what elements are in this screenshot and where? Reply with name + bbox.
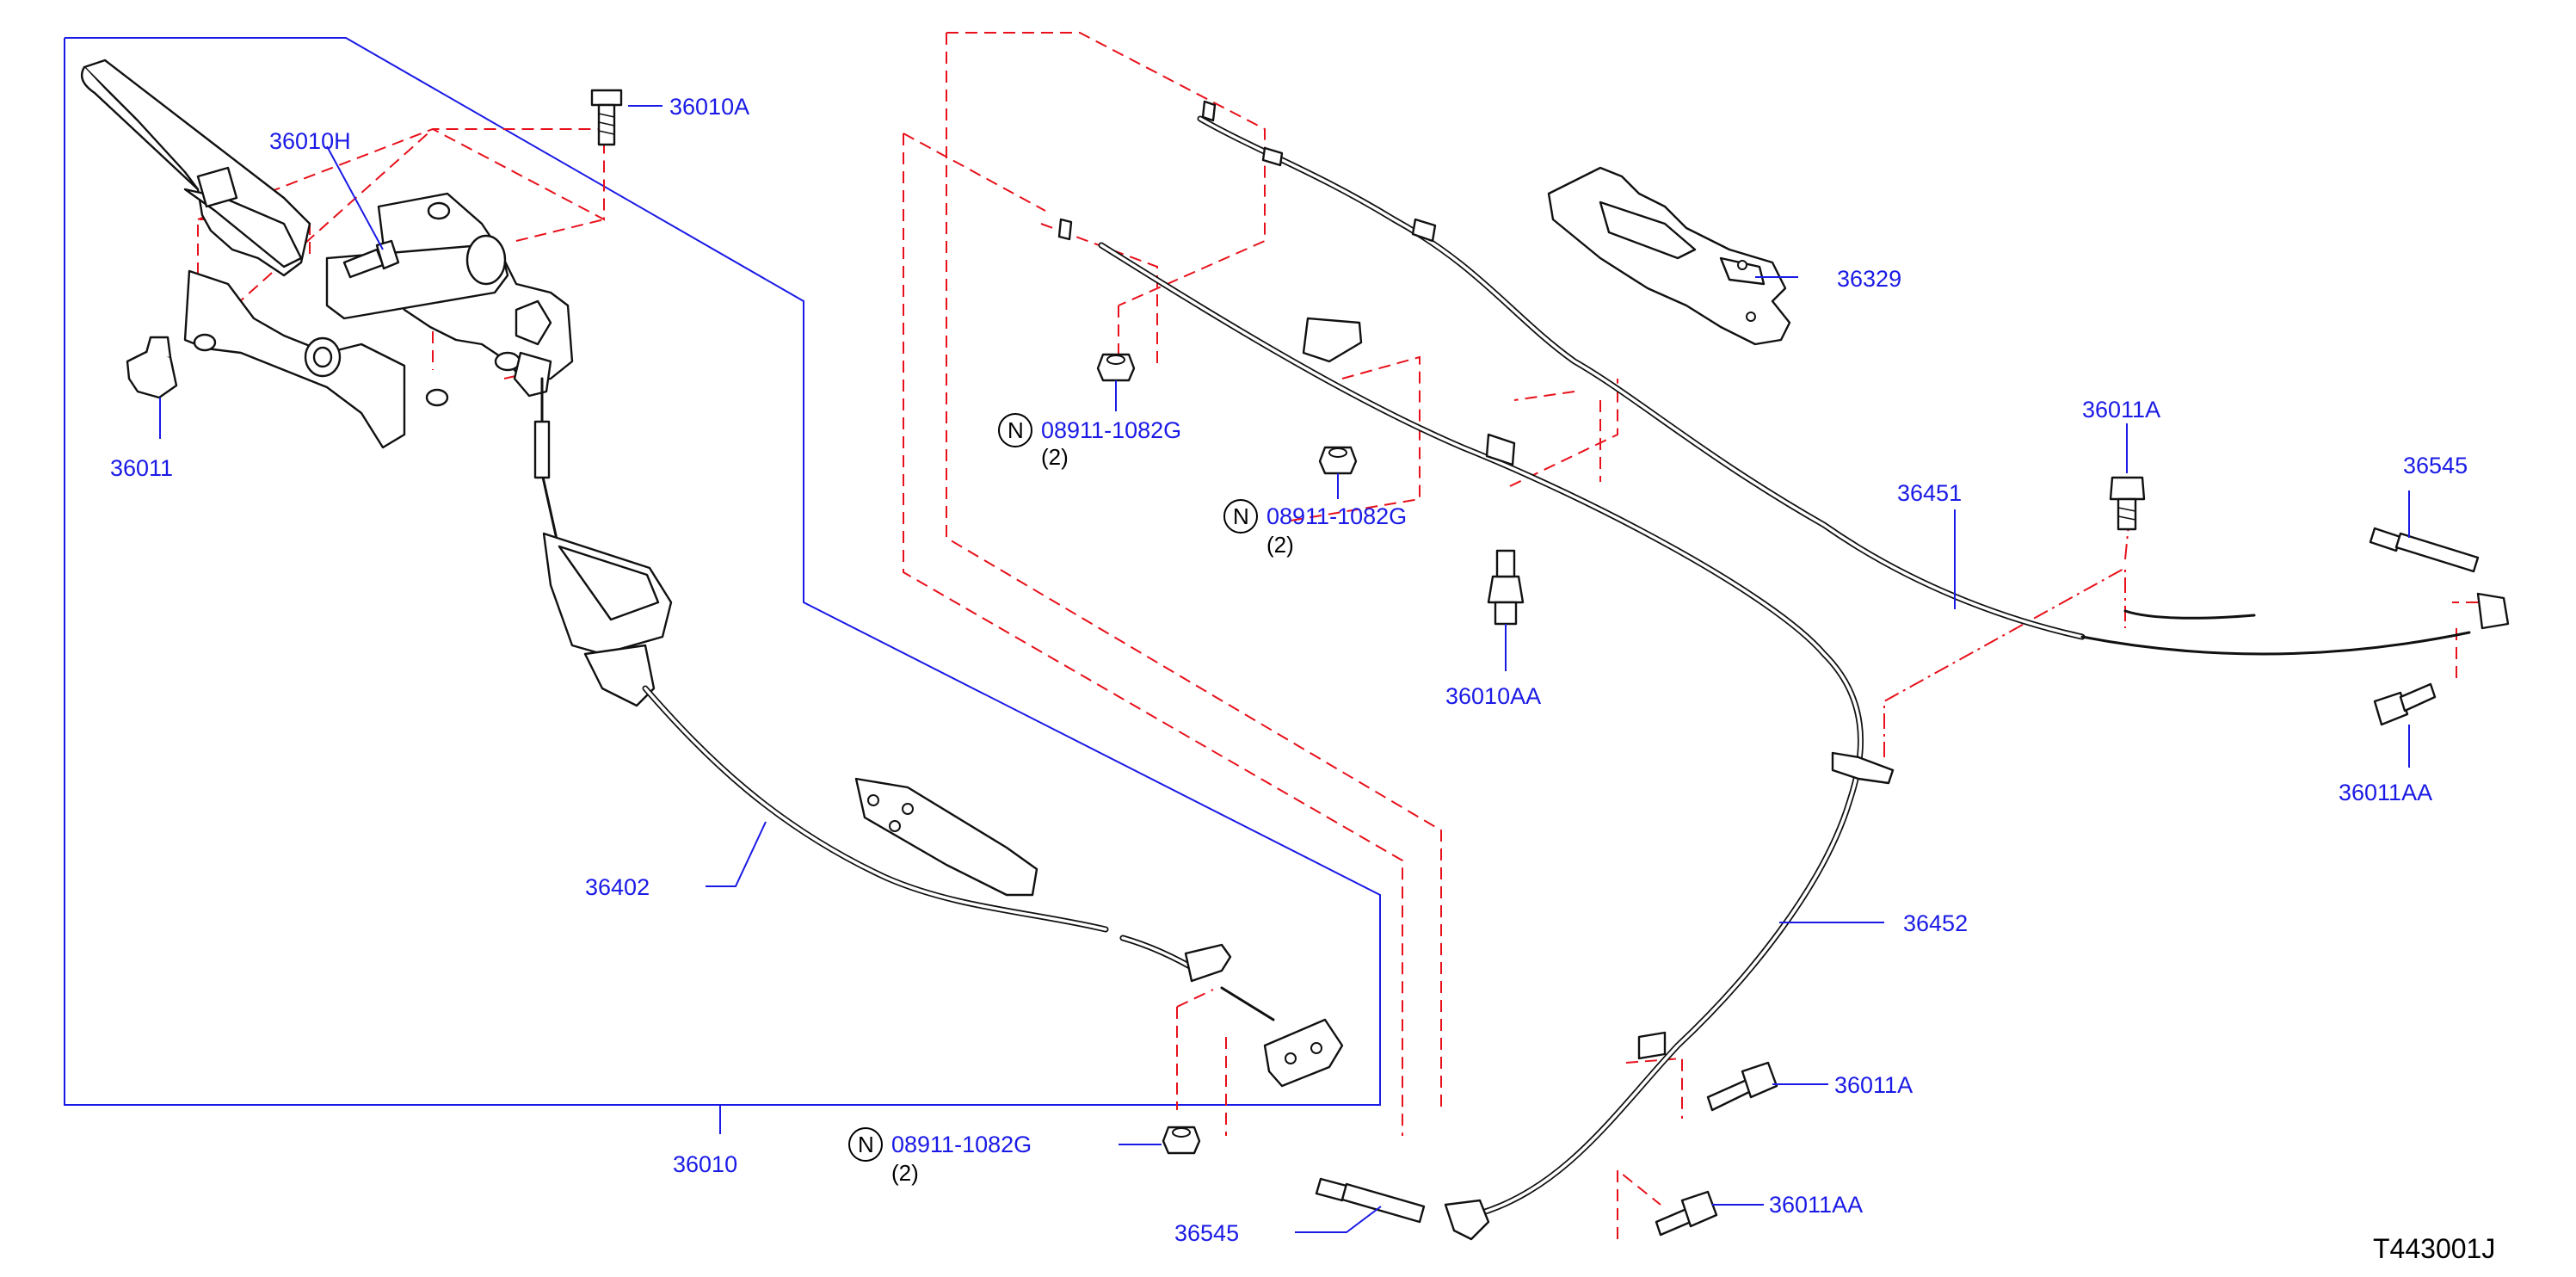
- leader-36010H: [326, 145, 384, 250]
- front-cable-36402: [533, 377, 1344, 1088]
- leader-36545-bottom: [1295, 1206, 1382, 1233]
- callout-08911-1082G-b: 08911-1082G: [1266, 503, 1407, 529]
- n-symbol-b: [1223, 499, 1258, 534]
- n-symbol-a-letter: N: [1008, 417, 1024, 443]
- callout-36452: 36452: [1903, 910, 1968, 936]
- n-symbol-b-letter: N: [1233, 503, 1249, 529]
- nut-08911-1082G-a: [1096, 353, 1136, 382]
- callout-08911-1082G-a-qty: (2): [1041, 444, 1069, 470]
- rod-36545-right: [2369, 527, 2480, 573]
- callout-36011: 36011: [110, 455, 173, 481]
- bolt-36010AA: [1487, 549, 1525, 626]
- callout-36010H: 36010H: [269, 128, 351, 154]
- callout-36010A: 36010A: [669, 94, 749, 120]
- callout-08911-1082G-c: 08911-1082G: [891, 1132, 1032, 1157]
- bolt-36011AA-bottom: [1655, 1190, 1718, 1237]
- diagram-code: T443001J: [2373, 1233, 2495, 1264]
- callout-08911-1082G-b-qty: (2): [1266, 532, 1294, 558]
- callout-36402: 36402: [585, 874, 650, 900]
- bolt-36011A-bottom: [1706, 1061, 1778, 1112]
- n-symbol-c: [848, 1127, 883, 1162]
- rod-36545-bottom: [1315, 1177, 1426, 1224]
- rear-cable-36451: [1197, 100, 2510, 656]
- callout-36329: 36329: [1837, 266, 1901, 292]
- bolt-36010A: [590, 89, 623, 146]
- callout-08911-1082G-a: 08911-1082G: [1041, 417, 1181, 443]
- clip-36011: [126, 336, 178, 399]
- assembly-boundary-36010: [64, 37, 1381, 1106]
- bolt-36011AA-right: [2373, 682, 2437, 726]
- nut-08911-1082G-b: [1318, 446, 1358, 475]
- nut-08911-1082G-c: [1162, 1126, 1201, 1155]
- leader-36402: [706, 821, 767, 887]
- callout-36011A-bottom: 36011A: [1834, 1072, 1913, 1098]
- phantom-lines: [197, 32, 2478, 1239]
- callout-36011A-top: 36011A: [2082, 397, 2160, 423]
- n-symbol-a: [998, 413, 1032, 447]
- callout-36545-bottom: 36545: [1174, 1220, 1239, 1246]
- callout-36010AA: 36010AA: [1445, 683, 1541, 709]
- bracket-36329: [1547, 166, 1791, 346]
- n-symbol-c-letter: N: [858, 1132, 874, 1157]
- rear-cable-36452: [1057, 218, 1895, 1241]
- callout-36010: 36010: [673, 1151, 737, 1177]
- callout-36451: 36451: [1897, 480, 1962, 506]
- bolt-36011A-top: [2109, 476, 2146, 531]
- callout-36011AA-bottom: 36011AA: [1769, 1192, 1863, 1218]
- callout-36545-right: 36545: [2403, 453, 2468, 478]
- callout-36011AA-right: 36011AA: [2339, 780, 2432, 805]
- callout-08911-1082G-c-qty: (2): [891, 1160, 919, 1186]
